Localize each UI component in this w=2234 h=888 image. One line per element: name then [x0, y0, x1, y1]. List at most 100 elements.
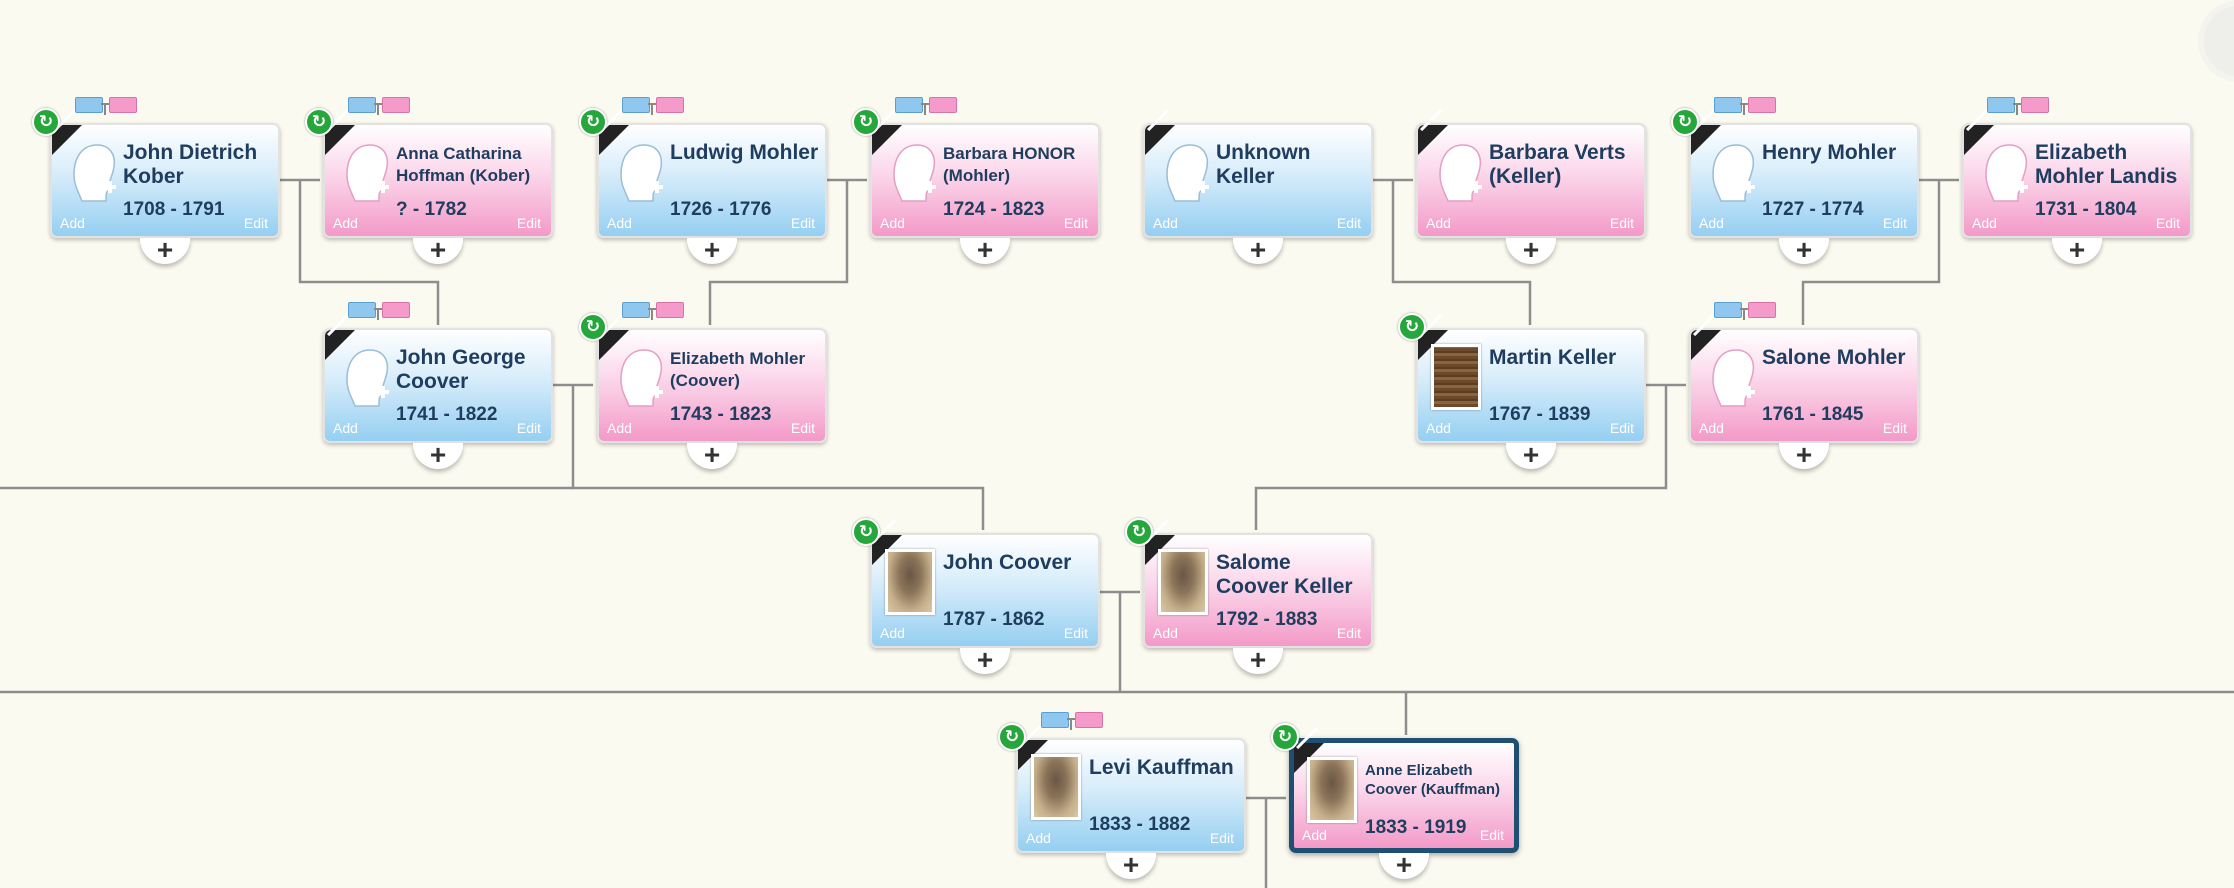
person-name[interactable]: John Dietrich Kober	[123, 141, 258, 188]
person-name[interactable]: Unknown Keller	[1216, 141, 1311, 188]
person-name[interactable]: Anna Catharina Hoffman (Kober)	[396, 144, 531, 185]
add-relative-link[interactable]: Add	[1153, 625, 1178, 641]
edit-person-link[interactable]: Edit	[1609, 420, 1634, 436]
expand-children-button[interactable]: +	[1506, 236, 1556, 264]
person-photo[interactable]	[1031, 754, 1081, 820]
silhouette-icon[interactable]	[1703, 342, 1761, 412]
edit-person-link[interactable]: Edit	[790, 215, 815, 231]
expand-children-button[interactable]: +	[687, 236, 737, 264]
add-relative-link[interactable]: Add	[333, 215, 358, 231]
expand-children-button[interactable]: +	[413, 236, 463, 264]
parents-toggle-icon[interactable]	[1714, 97, 1776, 115]
sync-icon[interactable]: ↻	[1271, 723, 1299, 751]
person-name[interactable]: John George Coover	[396, 346, 526, 393]
person-photo[interactable]	[885, 549, 935, 615]
expand-children-button[interactable]: +	[2052, 236, 2102, 264]
expand-children-button[interactable]: +	[960, 646, 1010, 674]
add-relative-link[interactable]: Add	[880, 215, 905, 231]
expand-children-button[interactable]: +	[413, 441, 463, 469]
sync-icon[interactable]: ↻	[1125, 518, 1153, 546]
parents-toggle-icon[interactable]	[895, 97, 957, 115]
edit-person-link[interactable]: Edit	[1063, 215, 1088, 231]
silhouette-icon[interactable]	[337, 342, 395, 412]
expand-children-button[interactable]: +	[1779, 236, 1829, 264]
expand-children-button[interactable]: +	[1379, 851, 1429, 879]
silhouette-icon[interactable]	[1430, 137, 1488, 207]
expand-children-button[interactable]: +	[1233, 646, 1283, 674]
person-photo[interactable]	[1158, 549, 1208, 615]
add-relative-link[interactable]: Add	[1026, 830, 1051, 846]
add-relative-link[interactable]: Add	[1972, 215, 1997, 231]
person-name[interactable]: Barbara Verts (Keller)	[1489, 141, 1626, 188]
person-name[interactable]: Ludwig Mohler	[670, 141, 819, 164]
person-photo[interactable]	[1307, 757, 1357, 823]
edit-person-link[interactable]: Edit	[1336, 215, 1361, 231]
person-name[interactable]: Martin Keller	[1489, 346, 1617, 369]
add-relative-link[interactable]: Add	[333, 420, 358, 436]
add-relative-link[interactable]: Add	[1153, 215, 1178, 231]
edit-person-link[interactable]: Edit	[1063, 625, 1088, 641]
edit-person-link[interactable]: Edit	[516, 215, 541, 231]
silhouette-icon[interactable]	[611, 137, 669, 207]
silhouette-icon[interactable]	[1976, 137, 2034, 207]
silhouette-icon[interactable]	[64, 137, 122, 207]
person-name[interactable]: John Coover	[943, 551, 1072, 574]
person-name[interactable]: Anne Elizabeth Coover (Kauffman)	[1365, 762, 1501, 798]
edit-person-link[interactable]: Edit	[516, 420, 541, 436]
sync-icon[interactable]: ↻	[1398, 313, 1426, 341]
person-name[interactable]: Salone Mohler	[1762, 346, 1906, 369]
edit-person-link[interactable]: Edit	[1209, 830, 1234, 846]
parents-toggle-icon[interactable]	[1714, 302, 1776, 320]
person-name[interactable]: Henry Mohler	[1762, 141, 1897, 164]
add-relative-link[interactable]: Add	[60, 215, 85, 231]
expand-children-button[interactable]: +	[687, 441, 737, 469]
edit-person-link[interactable]: Edit	[790, 420, 815, 436]
expand-children-button[interactable]: +	[1233, 236, 1283, 264]
add-relative-link[interactable]: Add	[1426, 420, 1451, 436]
edit-person-link[interactable]: Edit	[1609, 215, 1634, 231]
add-relative-link[interactable]: Add	[1699, 420, 1724, 436]
add-relative-link[interactable]: Add	[880, 625, 905, 641]
edit-person-link[interactable]: Edit	[1336, 625, 1361, 641]
edit-person-link[interactable]: Edit	[1882, 215, 1907, 231]
expand-children-button[interactable]: +	[140, 236, 190, 264]
sync-icon[interactable]: ↻	[998, 723, 1026, 751]
edit-person-link[interactable]: Edit	[1882, 420, 1907, 436]
sync-icon[interactable]: ↻	[579, 108, 607, 136]
add-relative-link[interactable]: Add	[1699, 215, 1724, 231]
silhouette-icon[interactable]	[884, 137, 942, 207]
person-name[interactable]: Elizabeth Mohler (Coover)	[670, 349, 806, 390]
add-relative-link[interactable]: Add	[607, 215, 632, 231]
sync-icon[interactable]: ↻	[1671, 108, 1699, 136]
parents-toggle-icon[interactable]	[1987, 97, 2049, 115]
edit-person-link[interactable]: Edit	[243, 215, 268, 231]
silhouette-icon[interactable]	[337, 137, 395, 207]
person-photo[interactable]	[1431, 344, 1481, 410]
silhouette-icon[interactable]	[1703, 137, 1761, 207]
parents-toggle-icon[interactable]	[622, 97, 684, 115]
silhouette-icon[interactable]	[1157, 137, 1215, 207]
sync-icon[interactable]: ↻	[852, 108, 880, 136]
person-name[interactable]: Levi Kauffman	[1089, 756, 1234, 779]
person-card-anne-elizabeth-coover[interactable]: Anne Elizabeth Coover (Kauffman)1833 - 1…	[1289, 738, 1519, 853]
sync-icon[interactable]: ↻	[852, 518, 880, 546]
expand-children-button[interactable]: +	[1779, 441, 1829, 469]
parents-toggle-icon[interactable]	[348, 302, 410, 320]
sync-icon[interactable]: ↻	[32, 108, 60, 136]
person-name[interactable]: Salome Coover Keller	[1216, 551, 1353, 598]
edit-person-link[interactable]: Edit	[1479, 827, 1504, 843]
